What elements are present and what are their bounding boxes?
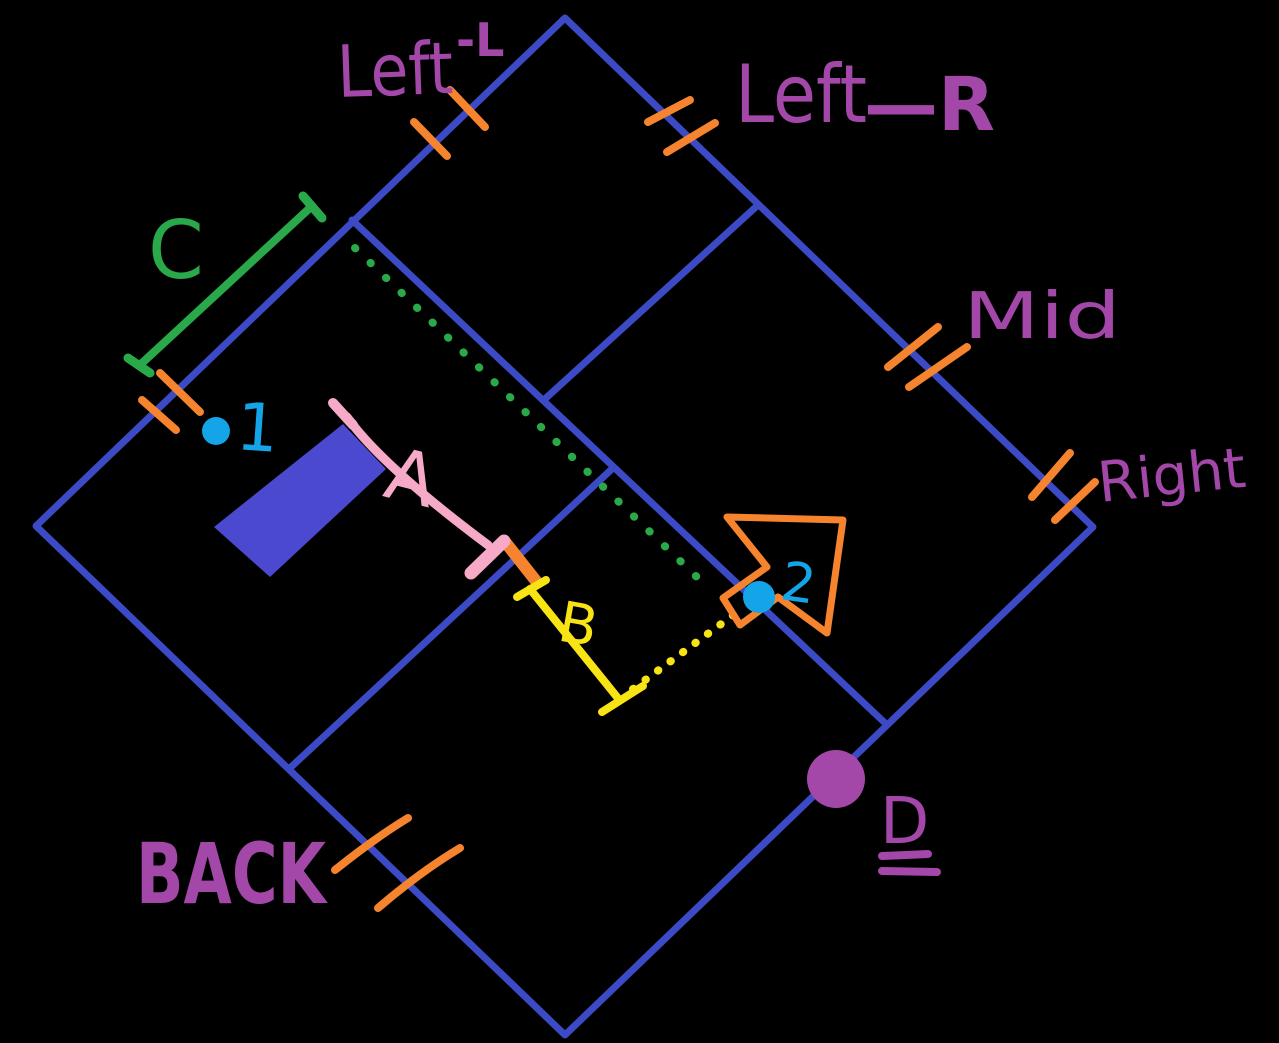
back-door-tick-1 xyxy=(331,814,412,874)
label-left-r-main: Left xyxy=(735,48,867,141)
measure-a-cap-top xyxy=(328,398,358,430)
label-right: Right xyxy=(1095,436,1249,516)
flag-shape-group xyxy=(214,424,386,577)
yellow-dotted-path xyxy=(629,609,740,693)
door-d-underlines xyxy=(878,850,941,876)
label-door-d: D xyxy=(880,785,929,859)
door-tick-marks xyxy=(138,86,1099,912)
measure-b-cap-top xyxy=(513,576,550,601)
measure-c-group xyxy=(123,191,704,584)
measure-a-line xyxy=(342,412,493,550)
mid-door-tick-1 xyxy=(884,323,942,371)
label-point-1: 1 xyxy=(234,388,281,468)
right-door-tick-1 xyxy=(1028,449,1074,501)
label-point-2: 2 xyxy=(777,549,820,616)
label-mid: Mid xyxy=(963,280,1121,354)
door-d-underline-2 xyxy=(878,867,941,876)
measure-a-end-tick xyxy=(500,537,542,587)
mid-door-tick-2 xyxy=(905,343,971,391)
label-measure-b: B xyxy=(554,590,603,661)
points-group xyxy=(202,417,775,613)
measure-c-cap-bottom xyxy=(123,353,155,378)
divider-line-lower-left xyxy=(286,464,617,772)
flag-shape xyxy=(214,424,386,577)
left-r-door-tick-2 xyxy=(663,119,719,156)
measure-b-group xyxy=(513,576,740,716)
divider-line-long xyxy=(348,216,889,727)
divider-line-upper-right xyxy=(542,201,762,402)
door-d-group xyxy=(807,750,865,808)
label-left-l-main: Left xyxy=(336,26,455,114)
point1-door-tick-2 xyxy=(138,396,180,434)
point1-door-tick-1 xyxy=(156,369,204,416)
green-dotted-path xyxy=(351,244,704,584)
left-r-door-tick-1 xyxy=(644,96,694,126)
measure-c-line xyxy=(137,202,316,368)
left-l-door-tick-2 xyxy=(410,118,451,160)
label-back: BACK xyxy=(136,825,328,923)
measure-c-cap-top xyxy=(298,191,327,223)
label-measure-c: C xyxy=(148,204,204,297)
right-door-tick-2 xyxy=(1051,478,1099,524)
measure-b-line xyxy=(526,585,621,701)
back-door-tick-2 xyxy=(374,844,464,912)
label-measure-a: A xyxy=(377,431,445,524)
wall-lines xyxy=(32,14,1097,1039)
door-d-dot xyxy=(807,750,865,808)
label-left-l-suffix: -L xyxy=(456,13,504,67)
door-d-underline-1 xyxy=(878,850,932,860)
measure-a-group xyxy=(328,398,511,580)
diamond-outline xyxy=(32,14,1097,1039)
label-left-r-suffix: —R xyxy=(864,62,995,148)
point-2-dot xyxy=(743,581,775,613)
point-1-dot xyxy=(202,417,230,445)
measure-a-cap-end xyxy=(464,534,511,580)
left-l-door-tick-1 xyxy=(446,86,489,131)
